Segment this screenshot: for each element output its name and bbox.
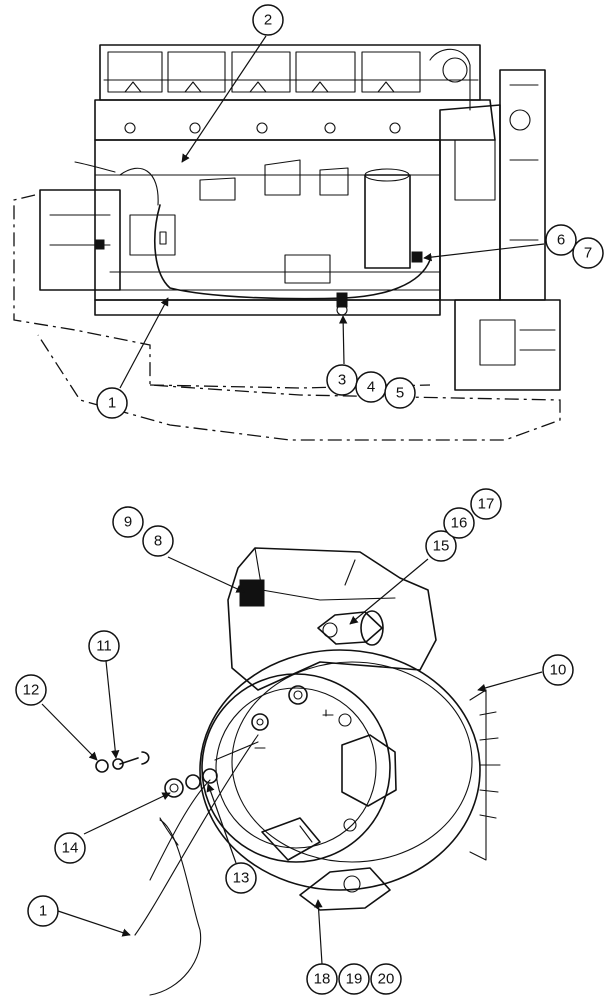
callout-18: 18 [306,963,338,995]
svg-text:7: 7 [584,245,592,262]
svg-text:9: 9 [124,514,132,531]
callout-13: 13 [225,862,257,894]
svg-text:13: 13 [233,870,250,887]
callout-10: 10 [542,654,574,686]
svg-text:16: 16 [451,515,468,532]
svg-text:17: 17 [478,496,495,513]
svg-text:11: 11 [96,638,112,655]
callout-5: 5 [384,377,416,409]
svg-text:1: 1 [39,903,47,920]
callout-2: 2 [252,4,284,36]
svg-text:2: 2 [264,12,272,29]
svg-text:5: 5 [396,385,404,402]
svg-text:20: 20 [378,971,395,988]
callout-12: 12 [15,674,47,706]
callout-6: 6 [545,224,577,256]
svg-text:6: 6 [557,232,565,249]
callout-4: 4 [355,371,387,403]
callout-17: 17 [470,488,502,520]
leader-1-bottom [57,910,131,937]
leader-11 [105,660,120,759]
svg-text:4: 4 [367,379,375,396]
svg-text:12: 12 [23,682,40,699]
leader-13 [206,783,237,864]
svg-text:10: 10 [550,662,567,679]
callout-14: 14 [54,832,86,864]
svg-text:15: 15 [433,538,450,555]
leader-15-17 [349,558,429,625]
leader-2 [181,35,267,163]
svg-text:18: 18 [314,971,331,988]
svg-text:19: 19 [346,971,363,988]
callout-1-bottom: 1 [27,895,59,927]
svg-text:14: 14 [62,840,79,857]
alternator-illustration [95,547,501,996]
callout-16: 16 [443,507,475,539]
leader-10 [477,671,543,692]
callout-15: 15 [425,530,457,562]
callout-9: 9 [112,506,144,538]
svg-text:8: 8 [154,533,162,550]
leader-14 [83,792,171,835]
leader-18-20 [314,899,323,965]
leader-6-7 [423,243,545,262]
engine-illustration [13,44,561,441]
leader-lines [41,35,545,965]
leader-8-9 [167,556,245,593]
callout-19: 19 [338,963,370,995]
leader-1-top [119,297,169,389]
callout-8: 8 [142,525,174,557]
callout-1-top: 1 [96,387,128,419]
leader-12 [41,703,98,761]
callout-20: 20 [370,963,402,995]
leader-3-5 [338,315,348,365]
callout-11: 11 [88,630,120,662]
svg-text:3: 3 [338,372,346,389]
callout-7: 7 [572,237,604,269]
svg-text:1: 1 [108,395,116,412]
callout-3: 3 [326,364,358,396]
